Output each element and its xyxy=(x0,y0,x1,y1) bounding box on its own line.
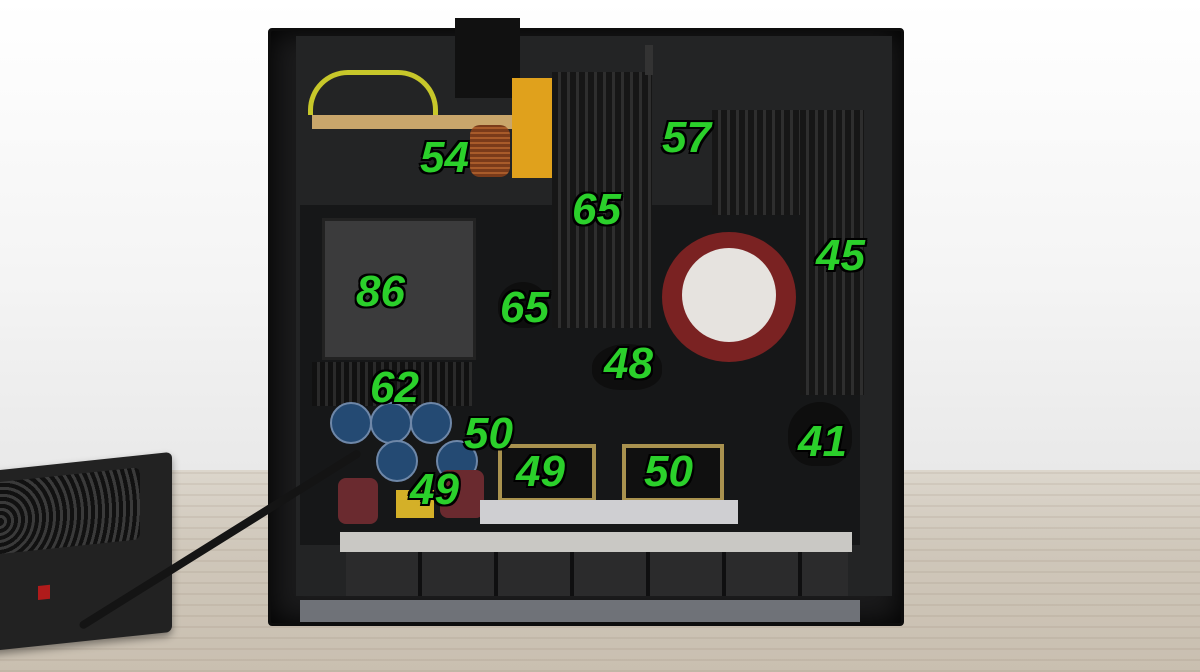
mosfet-block xyxy=(592,344,662,390)
output-capacitor xyxy=(410,402,452,444)
fan-red-marker xyxy=(38,584,50,600)
filter-choke xyxy=(470,125,510,177)
x-capacitor xyxy=(512,78,554,178)
temp-label-dcdc-module-left: 49 xyxy=(516,447,565,496)
temp-label-top-right-component: 57 xyxy=(662,113,711,162)
temp-label-right-heatsink: 45 xyxy=(816,231,865,280)
temp-label-output-caps-top: 50 xyxy=(464,409,513,458)
electrolytic-capacitor xyxy=(440,470,484,518)
y-capacitor xyxy=(396,490,434,518)
fan-grille xyxy=(0,467,140,556)
ac-inlet-block xyxy=(455,18,520,98)
temp-label-filter-choke: 54 xyxy=(420,133,469,182)
temp-label-dcdc-module-right: 50 xyxy=(644,447,693,496)
temp-label-output-caps-bottom: 49 xyxy=(410,465,459,514)
output-capacitor xyxy=(376,440,418,482)
output-capacitor xyxy=(330,402,372,444)
mosfet-block xyxy=(498,282,548,328)
modular-connector-board xyxy=(340,532,852,552)
ground-wire xyxy=(308,70,438,115)
heatsink-bracket xyxy=(645,45,653,75)
right-heatsink xyxy=(800,110,864,395)
mosfet-block xyxy=(788,402,852,466)
bulk-capacitor-top xyxy=(682,248,776,342)
input-filter-board xyxy=(312,115,527,129)
temp-label-primary-heatsink: 65 xyxy=(572,185,621,234)
dcdc-module xyxy=(498,444,596,502)
chassis-bottom-lip xyxy=(300,600,860,622)
modular-connectors xyxy=(346,552,848,596)
dcdc-tray xyxy=(480,500,738,524)
electrolytic-capacitor xyxy=(338,478,378,524)
dcdc-module xyxy=(622,444,724,502)
temp-label-secondary-heatsink: 62 xyxy=(370,363,419,412)
primary-heatsink xyxy=(552,72,652,328)
secondary-heatsink xyxy=(312,362,472,406)
temp-label-main-transformer: 86 xyxy=(356,267,405,316)
temp-label-center-mosfet: 48 xyxy=(604,339,653,388)
main-transformer xyxy=(322,218,476,360)
right-upper-heatsink xyxy=(712,110,808,215)
temp-label-bridge-area: 65 xyxy=(500,283,549,332)
temp-label-right-mosfet: 41 xyxy=(798,417,847,466)
